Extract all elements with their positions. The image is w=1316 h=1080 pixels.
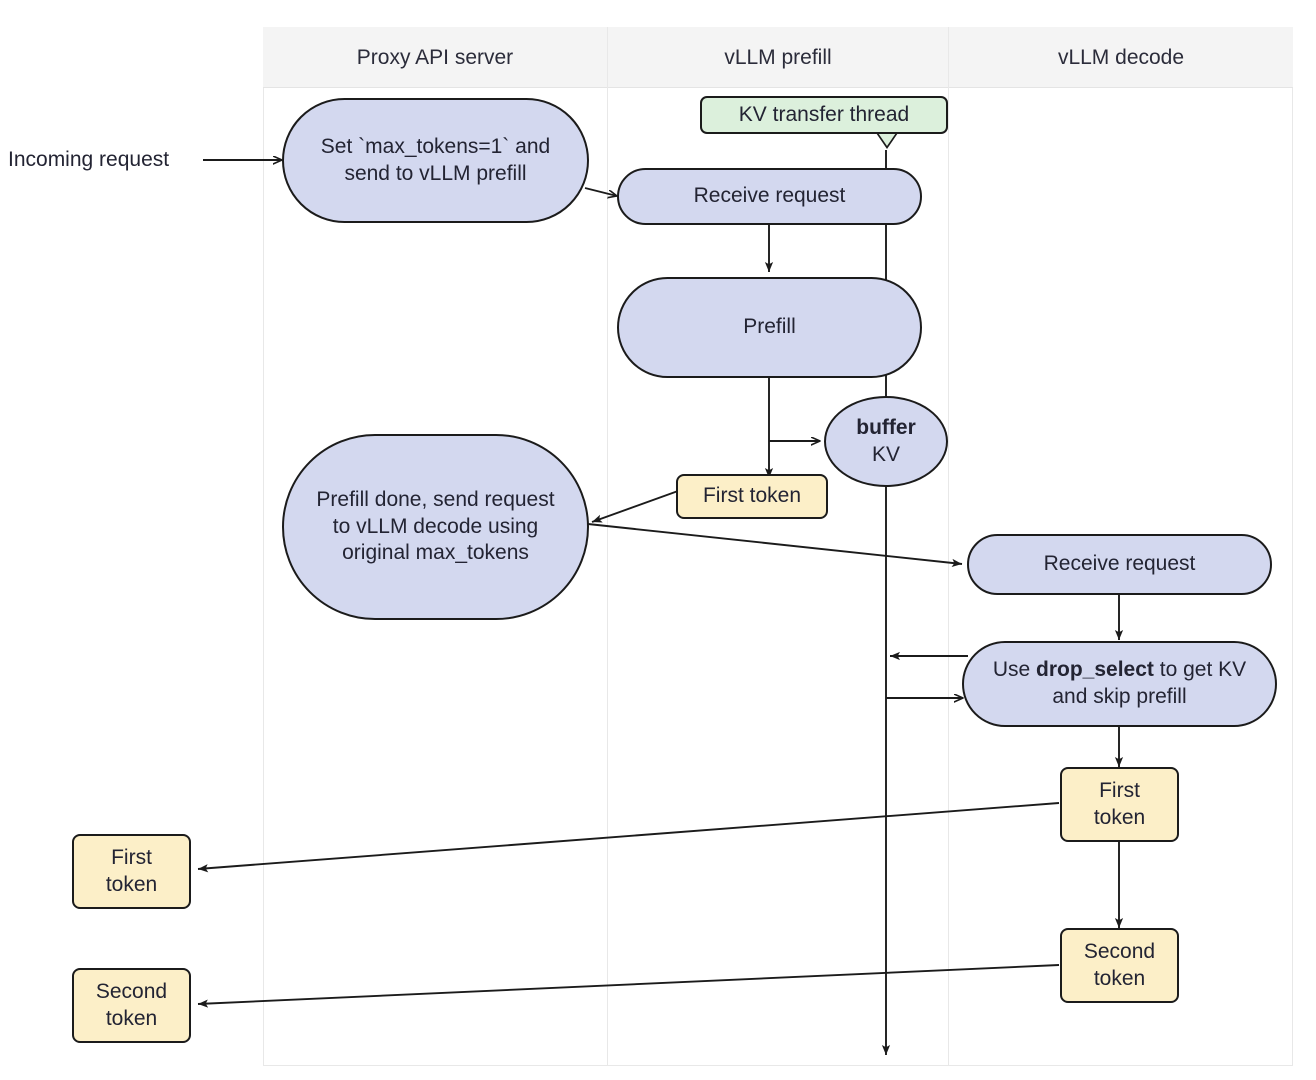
callout-tail: [876, 130, 898, 146]
node-drop-select-prefix: Use: [992, 658, 1037, 682]
lane-divider-1: [607, 27, 608, 1066]
node-prefill-done-label: Prefill done, send request to vLLM decod…: [316, 487, 555, 565]
node-set-max-tokens[interactable]: Set `max_tokens=1` and send to vLLM pref…: [282, 98, 589, 223]
node-buffer-kv-subtitle: KV: [871, 442, 900, 466]
node-prefill-receive-request-label: Receive request: [693, 184, 846, 208]
node-proxy-second-token[interactable]: Second token: [72, 968, 191, 1043]
incoming-request-label: Incoming request: [8, 148, 170, 171]
lane-divider-2: [948, 27, 949, 1066]
node-drop-select[interactable]: Use drop_select to get KV and skip prefi…: [962, 641, 1277, 727]
node-prefill-prefill[interactable]: Prefill: [617, 277, 922, 378]
node-kv-transfer-thread-label: KV transfer thread: [738, 102, 910, 126]
node-proxy-first-token-line1: First: [111, 845, 152, 869]
node-buffer-kv-title: buffer: [856, 415, 916, 439]
node-prefill-first-token-label: First token: [702, 484, 802, 508]
node-decode-second-token-line2: token: [1093, 966, 1146, 990]
node-proxy-first-token-line2: token: [105, 872, 158, 896]
node-set-max-tokens-label: Set `max_tokens=1` and send to vLLM pref…: [320, 134, 551, 185]
node-drop-select-keyword: drop_select: [1036, 658, 1154, 682]
node-decode-first-token-line1: First: [1099, 778, 1140, 802]
node-proxy-first-token[interactable]: First token: [72, 834, 191, 909]
node-decode-receive-request-label: Receive request: [1043, 552, 1196, 576]
node-proxy-second-token-line2: token: [105, 1006, 158, 1030]
node-buffer-kv[interactable]: buffer KV: [824, 396, 948, 487]
lane-title-proxy: Proxy API server: [356, 46, 514, 69]
node-decode-second-token[interactable]: Second token: [1060, 928, 1179, 1003]
node-decode-receive-request[interactable]: Receive request: [967, 534, 1272, 595]
node-drop-select-label: Use drop_select to get KV and skip prefi…: [986, 657, 1253, 711]
node-prefill-receive-request[interactable]: Receive request: [617, 168, 922, 225]
node-decode-second-token-line1: Second: [1083, 939, 1156, 963]
lane-title-prefill: vLLM prefill: [724, 46, 832, 69]
node-kv-transfer-thread[interactable]: KV transfer thread: [700, 96, 948, 134]
node-decode-first-token-line2: token: [1093, 805, 1146, 829]
node-prefill-prefill-label: Prefill: [743, 315, 796, 339]
lane-title-decode: vLLM decode: [1057, 46, 1185, 69]
node-prefill-first-token[interactable]: First token: [676, 474, 828, 519]
lane-header-band: [263, 27, 1293, 88]
node-prefill-done[interactable]: Prefill done, send request to vLLM decod…: [282, 434, 589, 620]
node-drop-select-suffix: to get KV and skip prefill: [1052, 658, 1247, 708]
node-decode-first-token[interactable]: First token: [1060, 767, 1179, 842]
node-proxy-second-token-line1: Second: [95, 979, 168, 1003]
